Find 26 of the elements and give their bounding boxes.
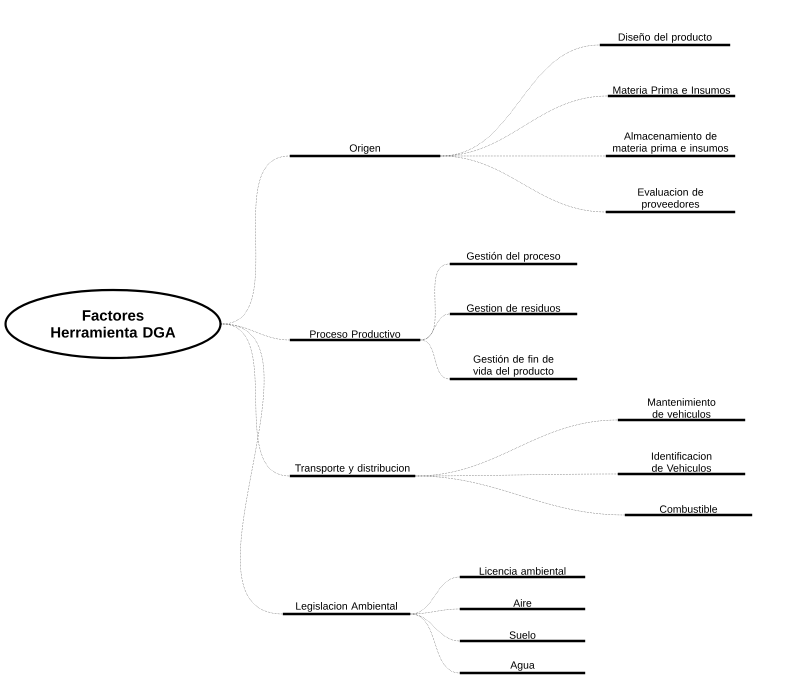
- connector-line: [410, 614, 460, 674]
- branch-label: Identificacion de Vehiculos: [618, 452, 746, 476]
- branch-label: Combustible: [624, 505, 752, 516]
- branch-label: Legislacion Ambiental: [282, 602, 410, 616]
- branch-label: Origen: [290, 144, 440, 158]
- connector-line: [440, 96, 608, 156]
- connector-line: [221, 324, 284, 614]
- branch-label: Aire: [460, 599, 586, 610]
- branch-label: Materia Prima e Insumos: [608, 86, 736, 98]
- branch-label: Suelo: [460, 631, 586, 642]
- connector-line: [414, 476, 626, 516]
- branch-label: Mantenimiento de vehiculos: [618, 398, 746, 422]
- connector-line: [420, 340, 450, 380]
- branch-label: Diseño del producto: [600, 33, 730, 46]
- branch-label: Gestión del proceso: [450, 252, 578, 266]
- connector-line: [410, 614, 460, 642]
- connector-line: [420, 314, 450, 340]
- branch-label: Gestión de fin de vida del producto: [450, 354, 578, 380]
- branch-label: Almacenamiento de materia prima e insumos: [606, 132, 736, 158]
- branch-label: Agua: [460, 661, 586, 674]
- connector-line: [440, 156, 606, 212]
- branch-label: Evaluacion de proveedores: [606, 188, 736, 214]
- branch-label: Licencia ambiental: [460, 567, 586, 578]
- branch-label: Gestion de residuos: [450, 304, 578, 316]
- branch-label: Transporte y distribucion: [290, 464, 416, 478]
- branch-label: Proceso Productivo: [290, 330, 420, 342]
